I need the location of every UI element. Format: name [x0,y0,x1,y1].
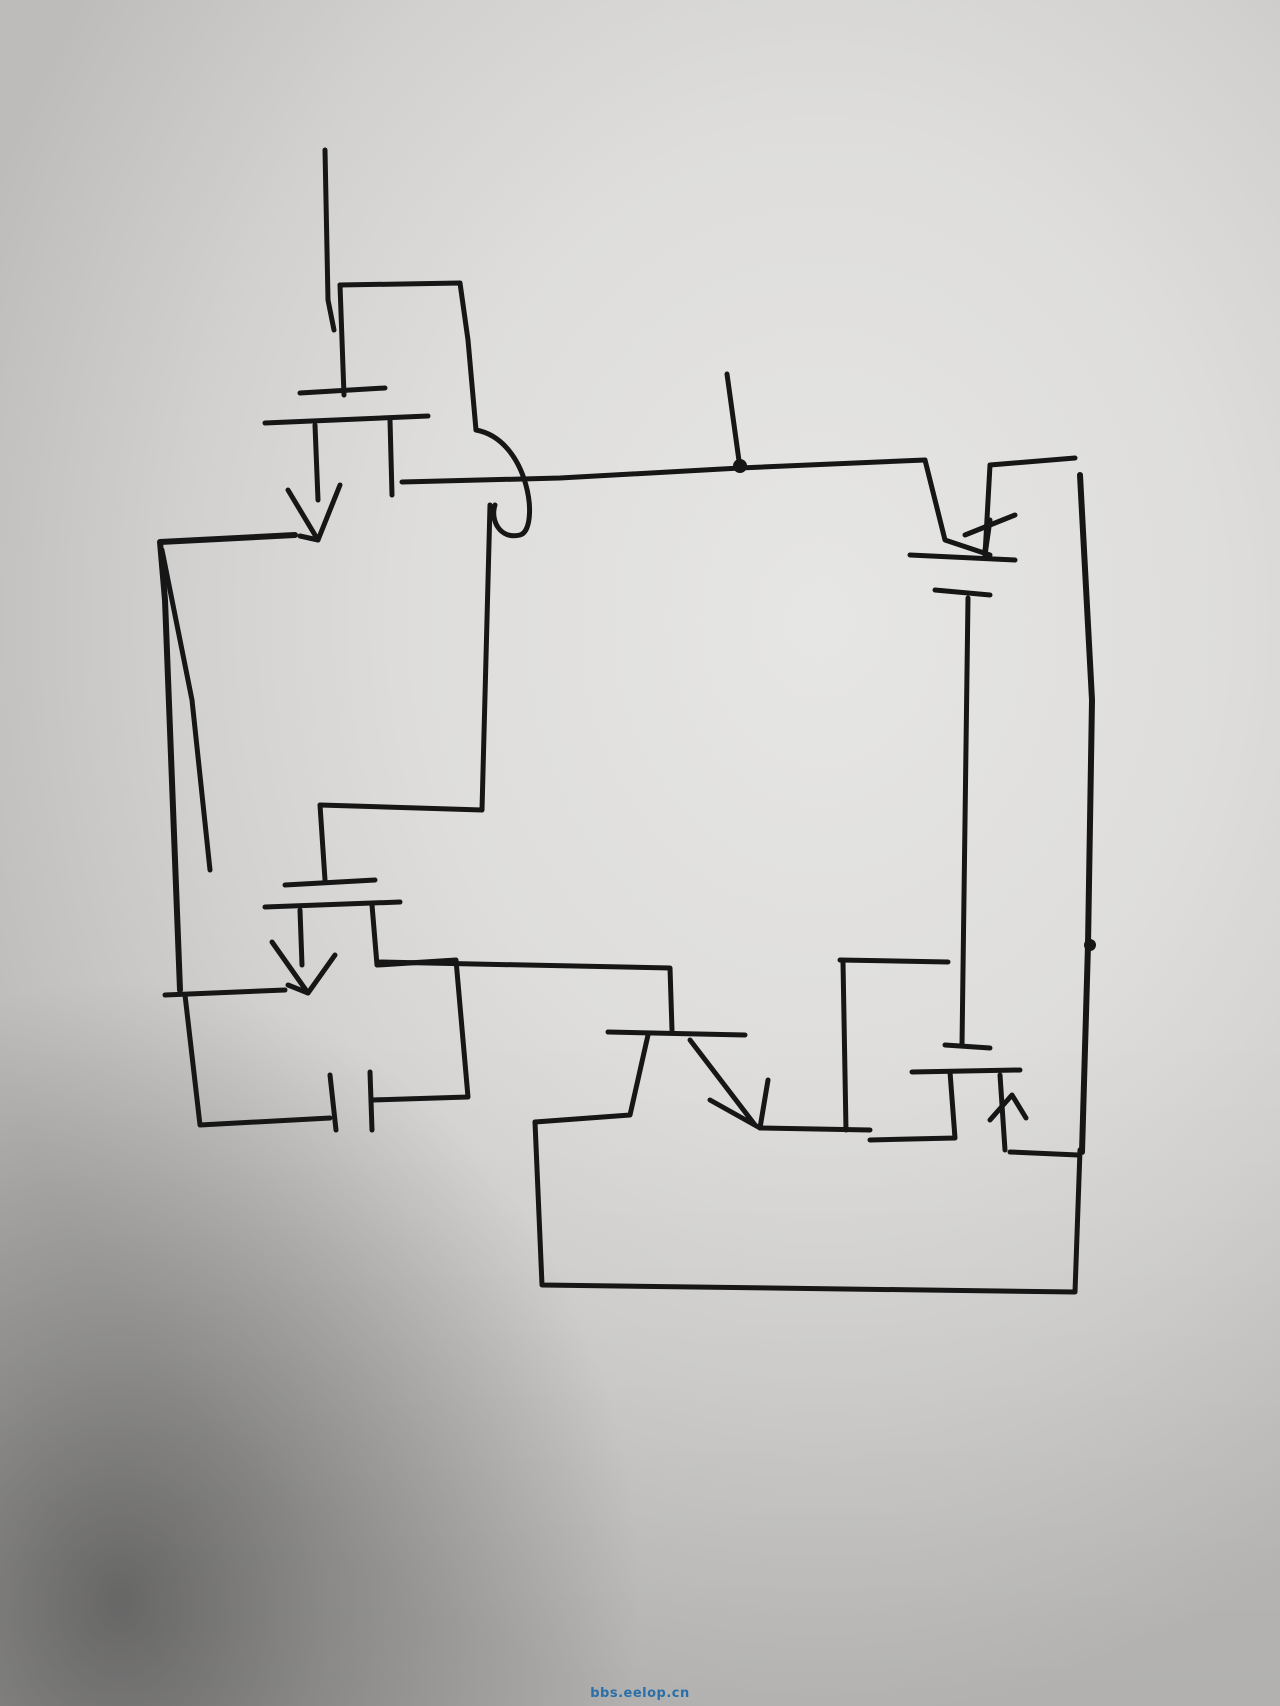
wire-right-inner [959,595,971,1048]
wire-right-outer [1077,472,1095,1155]
capacitor-bottom-left [327,957,471,1133]
transistor-bottom-center [532,1029,771,1131]
transistor-mid-left [262,877,403,996]
junction-dot-top [733,459,747,473]
wire-left-bus [157,532,298,993]
junction-dot-right [1084,939,1096,951]
wire-mid [375,959,675,1033]
emitter-arrow-up [987,1092,1029,1123]
wire-bottom-left-loop [182,992,333,1128]
watermark-text: bbs.eelop.cn [590,1686,690,1701]
input-lead-right [724,371,743,471]
wire-crossover-loop [473,427,533,539]
transistor-top-right [907,455,1078,598]
wire-top [399,457,928,485]
input-lead-top [322,147,337,333]
transistor-bottom-right [837,957,1081,1158]
wire-center-down [317,502,493,883]
transistor-top-left [262,147,479,543]
wire-bottom-loop [532,1119,1083,1295]
emitter-arrow-down [285,482,343,543]
